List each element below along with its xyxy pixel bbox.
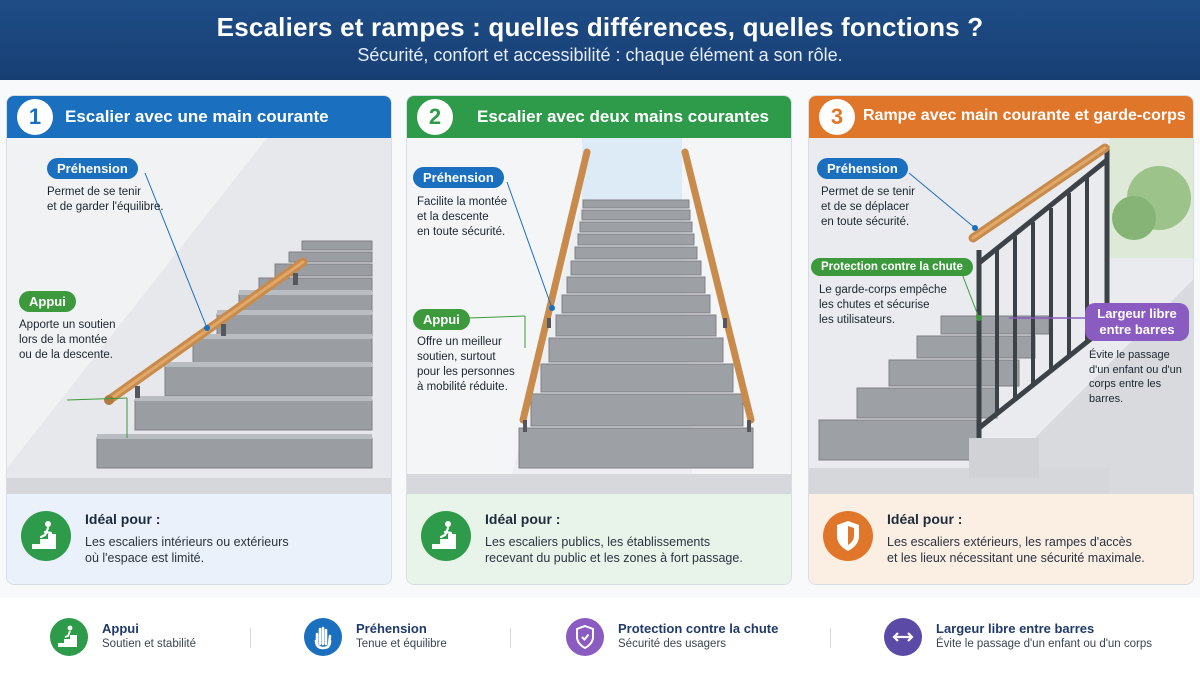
stair-single-handrail-drawing bbox=[7, 138, 391, 494]
callout-tag-support: Appui bbox=[413, 309, 470, 330]
ideal-text: Les escaliers publics, les établissement… bbox=[485, 535, 743, 565]
callout-text-support: Apporte un soutien lors de la montée ou … bbox=[19, 319, 116, 361]
ideal-text: Les escaliers intérieurs ou extérieurs o… bbox=[85, 535, 289, 565]
panel-title: Rampe avec main courante et garde-corps bbox=[863, 107, 1186, 124]
ideal-for-box: Idéal pour : Les escaliers extérieurs, l… bbox=[809, 494, 1193, 584]
stair-illustration: Préhension Permet de se tenir et de se d… bbox=[809, 138, 1193, 494]
panel-number: 1 bbox=[17, 99, 53, 135]
panel-header: 2 Escalier avec deux mains courantes bbox=[407, 96, 791, 138]
callout-text-support: Offre un meilleur soutien, surtout pour … bbox=[417, 336, 515, 393]
hand-icon bbox=[304, 618, 342, 656]
legend-title: Appui bbox=[102, 621, 139, 636]
page-subtitle: Sécurité, confort et accessibilité : cha… bbox=[357, 45, 843, 65]
panel-title: Escalier avec deux mains courantes bbox=[477, 107, 769, 126]
callout-tag-grip: Préhension bbox=[817, 158, 908, 179]
legend-subtitle: Soutien et stabilité bbox=[102, 638, 196, 650]
ideal-for-box: Idéal pour : Les escaliers publics, les … bbox=[407, 494, 791, 584]
legend-subtitle: Sécurité des usagers bbox=[618, 638, 727, 650]
panel-two-handrails: 2 Escalier avec deux mains courantes bbox=[406, 95, 792, 585]
callout-text-grip: Permet de se tenir et de se déplacer en … bbox=[821, 186, 915, 228]
ideal-for-box: Idéal pour : Les escaliers intérieurs ou… bbox=[7, 494, 391, 584]
callout-tag-support: Appui bbox=[19, 291, 76, 312]
panel-number: 2 bbox=[417, 99, 453, 135]
person-stairs-icon bbox=[421, 511, 471, 561]
callout-text-bar-spacing: Évite le passage d'un enfant ou d'un cor… bbox=[1089, 349, 1182, 405]
legend-divider bbox=[830, 628, 831, 648]
shield-icon bbox=[823, 511, 873, 561]
callout-tag-bar-spacing: Largeur libre entre barres bbox=[1085, 303, 1189, 341]
stair-illustration: Préhension Permet de se tenir et de gard… bbox=[7, 138, 391, 494]
panel-header: 3 Rampe avec main courante et garde-corp… bbox=[809, 96, 1193, 138]
panel-three-ramp-guardrail: 3 Rampe avec main courante et garde-corp… bbox=[808, 95, 1194, 585]
legend-subtitle: Tenue et équilibre bbox=[356, 638, 447, 650]
panel-header: 1 Escalier avec une main courante bbox=[7, 96, 391, 138]
legend-divider bbox=[250, 628, 251, 648]
legend-divider bbox=[510, 628, 511, 648]
callout-text-fall-protection: Le garde-corps empêche les chutes et séc… bbox=[819, 284, 947, 326]
callout-tag-grip: Préhension bbox=[47, 158, 138, 179]
legend-subtitle: Évite le passage d'un enfant ou d'un cor… bbox=[936, 638, 1153, 650]
person-stairs-icon bbox=[50, 618, 88, 656]
person-stairs-icon bbox=[21, 511, 71, 561]
legend-bar: Appui Soutien et stabilité Préhension Te… bbox=[0, 598, 1200, 675]
page-title: Escaliers et rampes : quelles différence… bbox=[216, 12, 984, 42]
callout-text-grip: Permet de se tenir et de garder l'équili… bbox=[47, 186, 164, 213]
ideal-heading: Idéal pour : bbox=[485, 511, 561, 527]
legend-title: Préhension bbox=[356, 621, 427, 636]
panel-number: 3 bbox=[819, 99, 855, 135]
panel-title: Escalier avec une main courante bbox=[65, 107, 329, 126]
stair-illustration: Préhension Facilite la montée et la desc… bbox=[407, 138, 791, 494]
callout-tag-grip: Préhension bbox=[413, 167, 504, 188]
ideal-heading: Idéal pour : bbox=[887, 511, 963, 527]
callout-text-grip: Facilite la montée et la descente en tou… bbox=[417, 196, 508, 238]
panel-one-handrail: 1 Escalier avec une main courante bbox=[6, 95, 392, 585]
ideal-heading: Idéal pour : bbox=[85, 511, 161, 527]
stair-double-handrail-drawing bbox=[407, 138, 791, 494]
callout-tag-fall-protection: Protection contre la chute bbox=[811, 258, 973, 276]
ideal-text: Les escaliers extérieurs, les rampes d'a… bbox=[887, 535, 1145, 565]
legend-title: Protection contre la chute bbox=[618, 621, 779, 636]
shield-icon bbox=[566, 618, 604, 656]
header-banner: Escaliers et rampes : quelles différence… bbox=[0, 0, 1200, 80]
legend-title: Largeur libre entre barres bbox=[936, 621, 1095, 636]
arrows-horizontal-icon bbox=[884, 618, 922, 656]
